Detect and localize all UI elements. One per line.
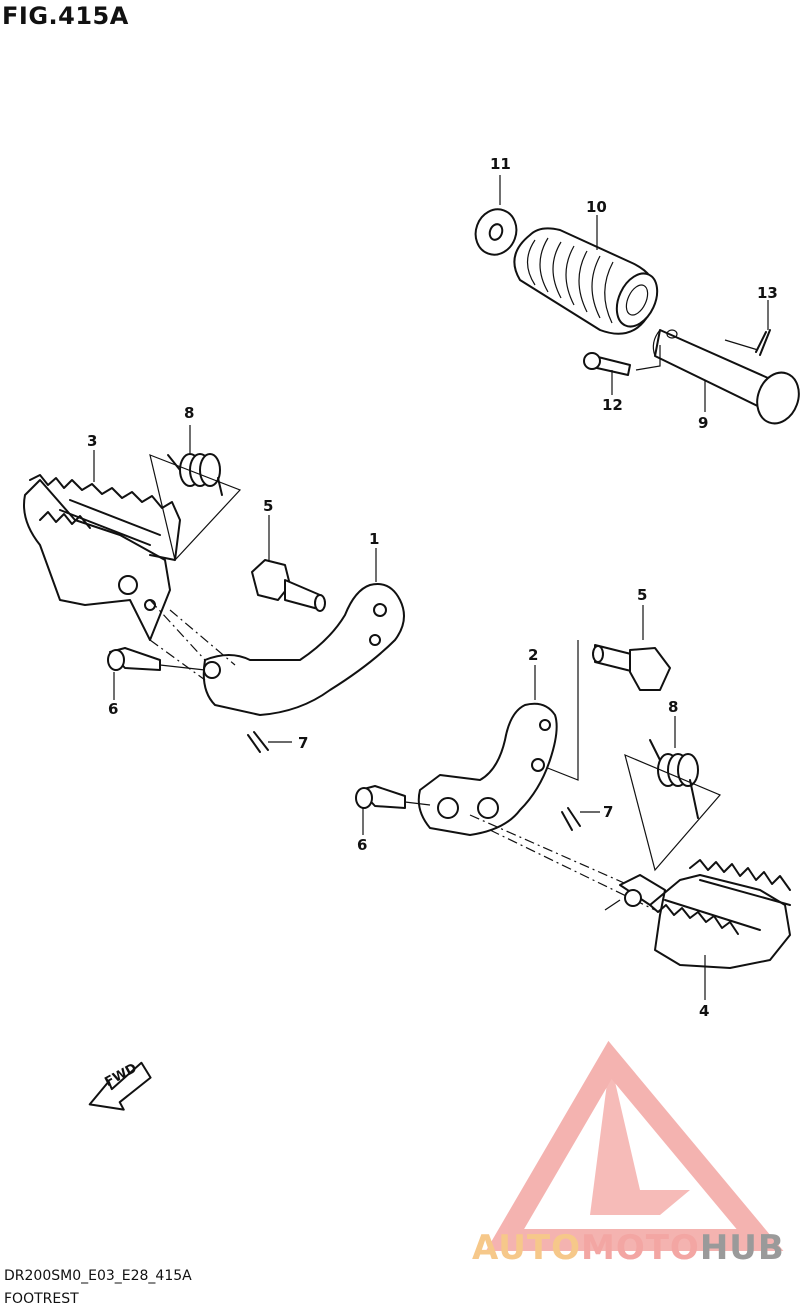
diagram-name: FOOTREST xyxy=(4,1291,79,1307)
watermark-logo-icon xyxy=(485,1040,784,1251)
callout-5-lower: 5 xyxy=(637,586,648,604)
bolt-part-6-upper xyxy=(107,647,206,671)
bolt-part-5-lower xyxy=(539,640,671,781)
watermark-hub: HUB xyxy=(699,1228,785,1268)
callout-7-upper: 7 xyxy=(298,734,309,752)
callout-6-upper: 6 xyxy=(108,700,119,718)
callout-8-upper: 8 xyxy=(184,404,195,422)
bolt-part-12 xyxy=(583,345,661,376)
diagram-code: DR200SM0_E03_E28_415A xyxy=(4,1268,192,1284)
bolt-part-6-lower xyxy=(355,785,431,809)
fwd-direction-arrow-icon xyxy=(88,1061,152,1111)
footpeg-part-4 xyxy=(604,859,791,969)
cotter-pin-part-7-lower xyxy=(561,807,600,831)
callout-10: 10 xyxy=(586,198,607,216)
footrest-bracket-part-1 xyxy=(202,583,405,716)
watermark-text: AUTOMOTOHUB xyxy=(472,1228,785,1268)
cotter-pin-part-13 xyxy=(724,329,771,356)
callout-1: 1 xyxy=(369,530,380,548)
callout-6-lower: 6 xyxy=(357,836,368,854)
spring-part-8-upper xyxy=(149,453,242,562)
callout-9: 9 xyxy=(698,414,709,432)
footrest-shaft-part-9 xyxy=(652,329,800,425)
callout-8-lower: 8 xyxy=(668,698,679,716)
footrest-bracket-part-2 xyxy=(417,702,558,836)
callout-5-upper: 5 xyxy=(263,497,274,515)
cotter-pin-part-7-upper xyxy=(247,731,292,753)
figure-title: FIG.415A xyxy=(2,2,129,30)
callout-2: 2 xyxy=(528,646,539,664)
footpeg-part-3 xyxy=(23,474,181,641)
bolt-part-5-upper xyxy=(251,559,326,612)
spring-part-8-lower xyxy=(624,739,721,872)
callout-11: 11 xyxy=(490,155,511,173)
callout-7-lower: 7 xyxy=(603,803,614,821)
callout-12: 12 xyxy=(602,396,623,414)
watermark-moto: MOTO xyxy=(580,1228,700,1268)
washer-part-11 xyxy=(474,208,518,256)
callout-4: 4 xyxy=(699,1002,710,1020)
callout-13: 13 xyxy=(757,284,778,302)
watermark-auto: AUTO xyxy=(472,1228,581,1268)
rubber-cover-part-10 xyxy=(513,227,659,335)
callout-3: 3 xyxy=(87,432,98,450)
